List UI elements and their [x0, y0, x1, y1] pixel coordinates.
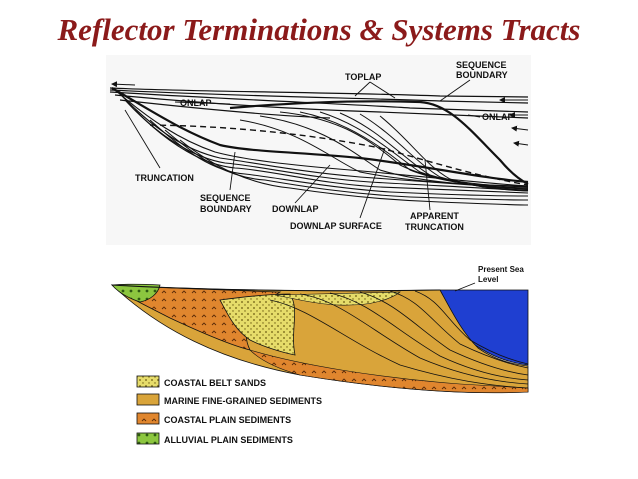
systems-tract-diagram: Present Sea Level	[110, 265, 529, 394]
slide-title: Reflector Terminations & Systems Tracts	[57, 12, 581, 47]
label-apparent-truncation-2: TRUNCATION	[405, 222, 464, 232]
legend-label-coastal-belt-sands: COASTAL BELT SANDS	[164, 378, 266, 388]
label-present-sea-level-2: Level	[478, 275, 498, 284]
seismic-reflector-diagram: SEQUENCE BOUNDARY TOPLAP ONLAP ONLAP TRU…	[106, 55, 531, 245]
label-present-sea-level: Present Sea	[478, 265, 524, 274]
label-downlap: DOWNLAP	[272, 204, 319, 214]
legend: COASTAL BELT SANDS MARINE FINE-GRAINED S…	[136, 375, 322, 445]
legend-label-coastal-plain: COASTAL PLAIN SEDIMENTS	[164, 415, 291, 425]
legend-label-marine-sediments: MARINE FINE-GRAINED SEDIMENTS	[164, 396, 322, 406]
legend-swatch-coastal-belt-sands	[136, 375, 160, 388]
legend-swatch-coastal-plain	[136, 412, 160, 425]
label-sequence-boundary-top: SEQUENCE	[456, 60, 507, 70]
legend-swatch-marine-sediments	[136, 393, 160, 406]
label-toplap: TOPLAP	[345, 72, 381, 82]
label-sequence-boundary-bottom-2: BOUNDARY	[200, 204, 252, 214]
label-sequence-boundary-bottom: SEQUENCE	[200, 193, 251, 203]
label-apparent-truncation: APPARENT	[410, 211, 459, 221]
label-truncation: TRUNCATION	[135, 173, 194, 183]
legend-label-alluvial-plain: ALLUVIAL PLAIN SEDIMENTS	[164, 435, 293, 445]
label-onlap-left: ONLAP	[180, 98, 212, 108]
label-downlap-surface: DOWNLAP SURFACE	[290, 221, 382, 231]
legend-swatch-alluvial-plain	[136, 432, 160, 445]
label-onlap-right: ONLAP	[482, 112, 514, 122]
label-sequence-boundary-top-2: BOUNDARY	[456, 70, 508, 80]
